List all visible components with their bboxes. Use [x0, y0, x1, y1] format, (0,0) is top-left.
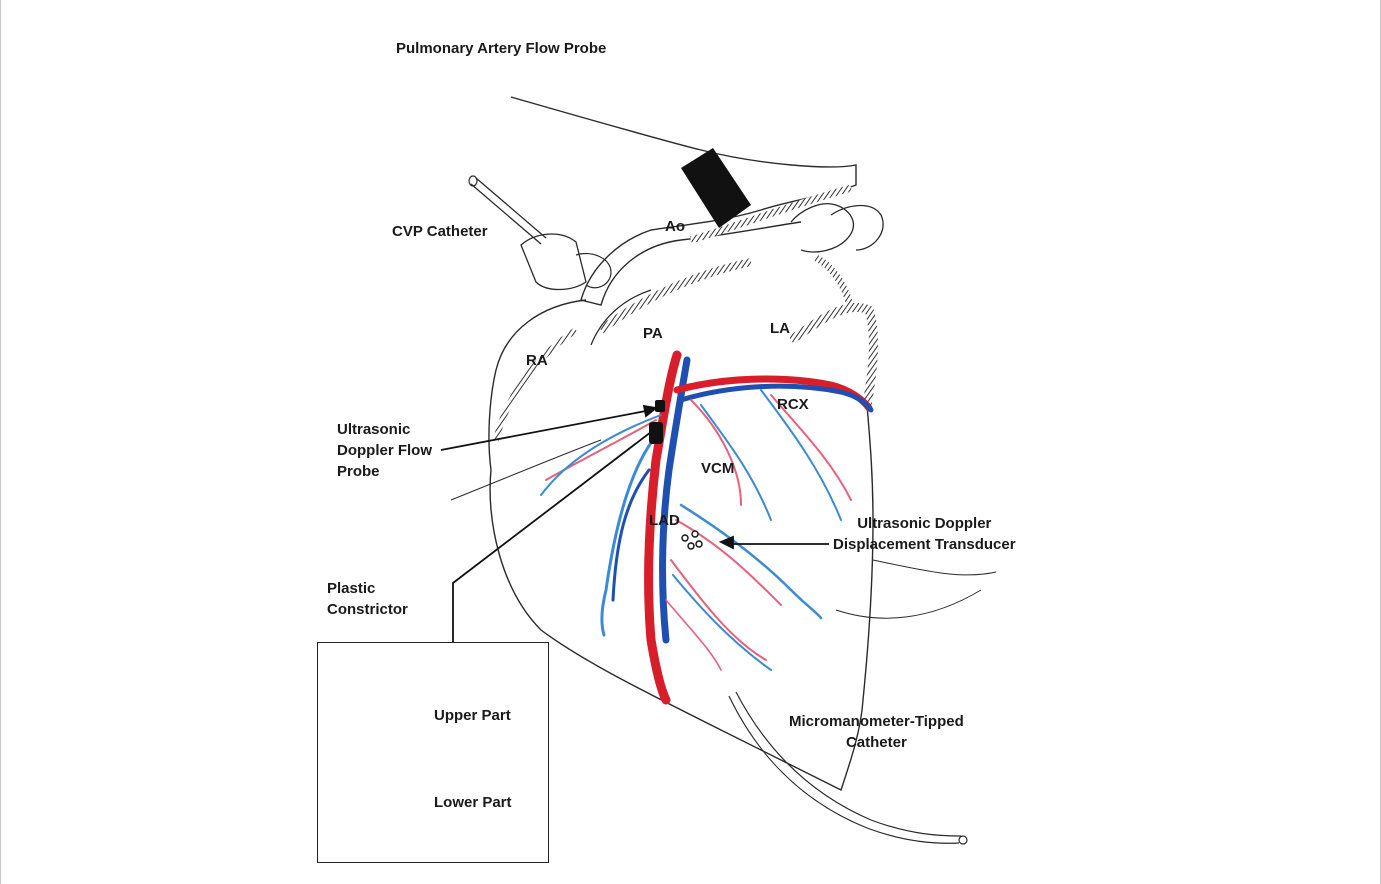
constrictor-inset-box — [317, 642, 549, 863]
label-aorta: Ao — [665, 216, 685, 237]
label-micromanometer-tipped-catheter: Micromanometer-Tipped Catheter — [789, 711, 964, 753]
label-pulmonary-artery-flow-probe: Pulmonary Artery Flow Probe — [396, 38, 606, 59]
label-plastic-constrictor: Plastic Constrictor — [327, 578, 408, 620]
right-vessel-stubs — [791, 204, 883, 252]
label-ultrasonic-doppler-flow-probe: Ultrasonic Doppler Flow Probe — [337, 419, 432, 482]
label-vcm: VCM — [701, 458, 734, 479]
label-right-atrium: RA — [526, 350, 548, 371]
label-pulmonary-artery: PA — [643, 323, 663, 344]
label-lad: LAD — [649, 510, 680, 531]
right-atrium-outline — [489, 300, 586, 470]
coronary-vessels — [541, 355, 871, 700]
label-cvp-catheter: CVP Catheter — [392, 221, 488, 242]
label-rcx: RCX — [777, 394, 809, 415]
label-left-atrium: LA — [770, 318, 790, 339]
pointer-arrows — [441, 406, 829, 668]
label-ultrasonic-doppler-displacement-transducer: Ultrasonic Doppler Displacement Transduc… — [833, 513, 1016, 555]
label-upper-part: Upper Part — [434, 705, 511, 726]
label-lower-part: Lower Part — [434, 792, 512, 813]
